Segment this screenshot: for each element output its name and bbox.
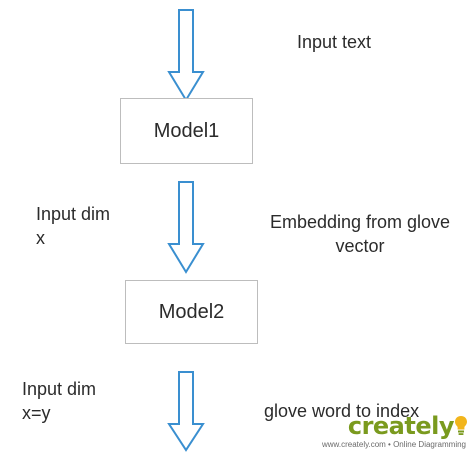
annotation-input-dim-x: Input dim x xyxy=(36,202,110,250)
node-model1[interactable]: Model1 xyxy=(120,98,253,164)
annotation-glove-word-to-index: glove word to index xyxy=(264,401,420,421)
node-model2[interactable]: Model2 xyxy=(125,280,258,344)
annotation-embedding-line1: Embedding from glove xyxy=(269,212,451,232)
node-model1-label: Model1 xyxy=(153,119,220,142)
annotation-input-dim-xy: Input dim x=y xyxy=(22,377,96,425)
annotation-input-dim-xy-line2: x=y xyxy=(22,403,51,423)
node-model2-label: Model2 xyxy=(158,300,225,323)
annotation-input-dim-xy-line1: Input dim xyxy=(22,379,97,399)
annotation-input-text: Input text xyxy=(297,32,372,52)
annotation-input-dim-x-line2: x xyxy=(36,228,45,248)
annotation-input-dim-x-line1: Input dim xyxy=(36,204,111,224)
arrow-model2-to-output xyxy=(167,371,205,452)
lightbulb-icon xyxy=(455,416,467,435)
arrow-model1-to-model2 xyxy=(167,181,205,274)
creately-logo: creately xyxy=(347,412,467,440)
arrow-input-to-model1 xyxy=(167,9,205,102)
annotation-embedding: Embedding from glove vector xyxy=(262,210,458,258)
creately-logo-text: creately xyxy=(347,412,455,440)
creately-tagline: www.creately.com • Online Diagramming xyxy=(321,440,466,449)
creately-watermark[interactable]: creately www.creately.com • Online Diagr… xyxy=(321,412,467,450)
annotation-embedding-line2: vector xyxy=(335,236,385,256)
